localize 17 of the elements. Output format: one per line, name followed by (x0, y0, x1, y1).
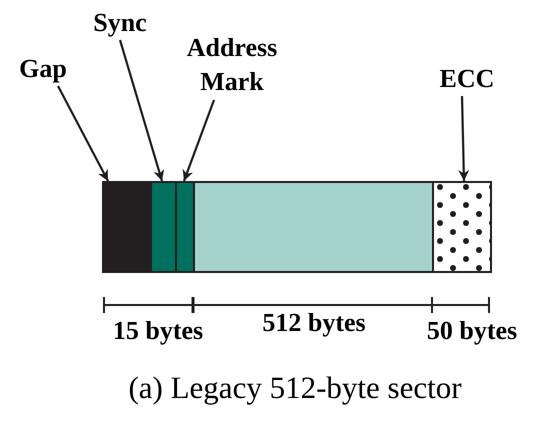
arrow (458, 96, 470, 182)
segment-label: Sync (82, 6, 158, 40)
byte-size-label: 50 bytes (426, 315, 518, 347)
segment-label: ECC (428, 62, 506, 96)
byte-size-label: 512 bytes (261, 307, 367, 339)
caption: (a) Legacy 512-byte sector (127, 369, 463, 407)
arrow (182, 100, 216, 182)
byte-size-label: 15 bytes (112, 315, 204, 347)
sector-segment (150, 181, 175, 273)
segment-label: Address Mark (176, 30, 288, 100)
arrow (118, 40, 164, 182)
sector-segment (193, 181, 432, 273)
arrow (57, 85, 109, 182)
sector-segment (175, 181, 193, 273)
segment-label: Gap (8, 52, 78, 86)
dotted-segment (432, 181, 492, 273)
sector-segment (102, 181, 150, 273)
